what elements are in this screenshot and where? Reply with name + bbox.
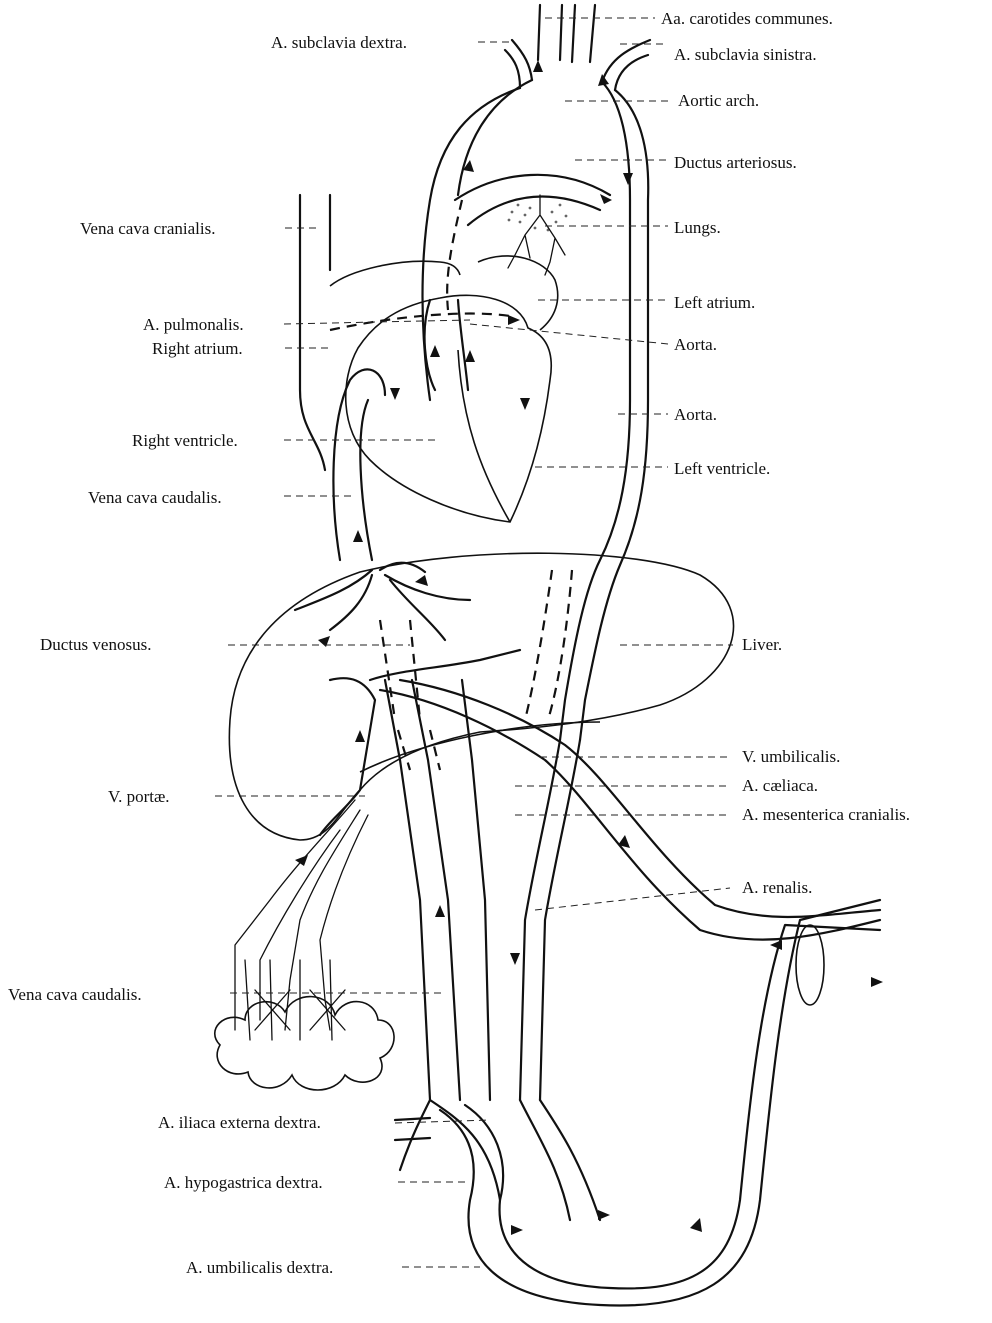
label-vena-cava-cranialis: Vena cava cranialis. [80, 219, 215, 238]
label-v-portae: V. portæ. [108, 787, 170, 806]
label-renalis: A. renalis. [742, 878, 812, 897]
label-vena-cava-caudalis-2: Vena cava caudalis. [8, 985, 142, 1004]
label-aorta-2: Aorta. [674, 405, 717, 424]
label-hypogastrica: A. hypogastrica dextra. [164, 1173, 323, 1192]
pulmonary-trunk [425, 300, 468, 390]
label-vena-cava-caudalis-1: Vena cava caudalis. [88, 488, 222, 507]
label-lungs: Lungs. [674, 218, 721, 237]
label-coeliaca: A. cæliaca. [742, 776, 818, 795]
label-carotides: Aa. carotides communes. [661, 9, 833, 28]
umbilical-artery-loop [440, 900, 880, 1306]
label-v-umbilicalis: V. umbilicalis. [742, 747, 840, 766]
descending-aorta [520, 740, 580, 1100]
left-atrium-outline [478, 256, 558, 330]
label-ductus-arteriosus: Ductus arteriosus. [674, 153, 797, 172]
flow-arrows [295, 60, 883, 1235]
label-left-atrium: Left atrium. [674, 293, 755, 312]
label-right-atrium: Right atrium. [152, 339, 243, 358]
label-subclavia-dextra: A. subclavia dextra. [271, 33, 407, 52]
label-ductus-venosus: Ductus venosus. [40, 635, 151, 654]
label-subclavia-sinistra: A. subclavia sinistra. [674, 45, 817, 64]
ductus-arteriosus [455, 175, 610, 225]
dashed-flow-paths [330, 200, 572, 770]
right-atrium-outline [330, 261, 460, 286]
liver-inner-lobe-line [360, 722, 600, 772]
label-umbilicalis-dextra: A. umbilicalis dextra. [186, 1258, 333, 1277]
aortic-arch-inner-right [580, 90, 648, 740]
liver-outline [229, 553, 733, 840]
vena-cava-caudalis-upper [333, 369, 385, 560]
label-mesenterica: A. mesenterica cranialis. [742, 805, 910, 824]
vena-cava-cranialis [300, 195, 330, 470]
aortic-arch-inner [458, 80, 532, 195]
hepatic-veins [295, 563, 470, 640]
umbilical-cord-ring [796, 925, 824, 1005]
label-aortic-arch: Aortic arch. [678, 91, 759, 110]
placenta-outline [215, 997, 394, 1090]
carotid-vessels [538, 5, 595, 62]
aortic-arch-outer-right [560, 82, 630, 740]
label-right-ventricle: Right ventricle. [132, 431, 238, 450]
label-liver: Liver. [742, 635, 782, 654]
label-pulmonalis: A. pulmonalis. [143, 315, 244, 334]
label-iliaca-externa: A. iliaca externa dextra. [158, 1113, 321, 1132]
subclavia-sinistra [602, 40, 650, 90]
portal-vein [320, 650, 520, 835]
mesenteric-veins [235, 800, 368, 1030]
label-left-ventricle: Left ventricle. [674, 459, 770, 478]
label-aorta-1: Aorta. [674, 335, 717, 354]
